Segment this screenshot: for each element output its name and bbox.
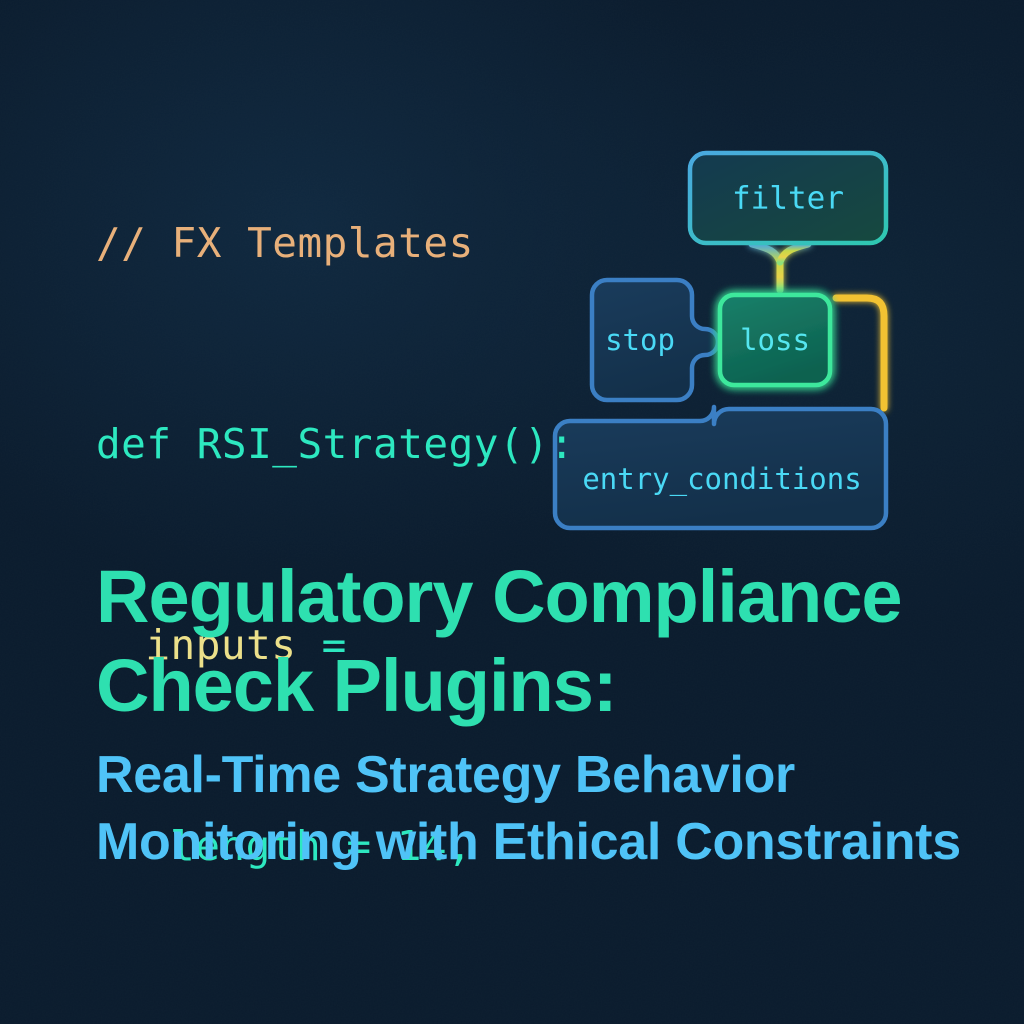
- code-keyword-def: def: [96, 420, 172, 468]
- page-subtitle-line-2: Monitoring with Ethical Constraints: [96, 813, 961, 871]
- page-subtitle-line-1: Real-Time Strategy Behavior: [96, 746, 795, 804]
- code-comment: // FX Templates: [96, 219, 474, 267]
- code-line-comment: // FX Templates: [96, 210, 724, 277]
- code-snippet: // FX Templates def RSI_Strategy(): inpu…: [96, 76, 724, 1024]
- page-title: Regulatory Compliance Check Plugins:: [96, 552, 976, 730]
- wire-filter-to-loss: [748, 240, 812, 294]
- page-subtitle: Real-Time Strategy Behavior Monitoring w…: [96, 742, 996, 876]
- node-loss-label: loss: [740, 323, 810, 357]
- code-def-tail: ():: [498, 420, 575, 468]
- page-title-line-2: Check Plugins:: [96, 644, 618, 727]
- wire-loss-to-entry-conditions: [832, 294, 888, 412]
- page-title-line-1: Regulatory Compliance: [96, 555, 903, 638]
- code-line-def: def RSI_Strategy():: [96, 411, 724, 478]
- code-line-risk: risk_level ='moderate': [96, 1014, 724, 1024]
- node-loss[interactable]: loss: [717, 292, 833, 388]
- node-filter-label: filter: [732, 181, 844, 217]
- code-function-name: RSI_Strategy: [171, 420, 499, 468]
